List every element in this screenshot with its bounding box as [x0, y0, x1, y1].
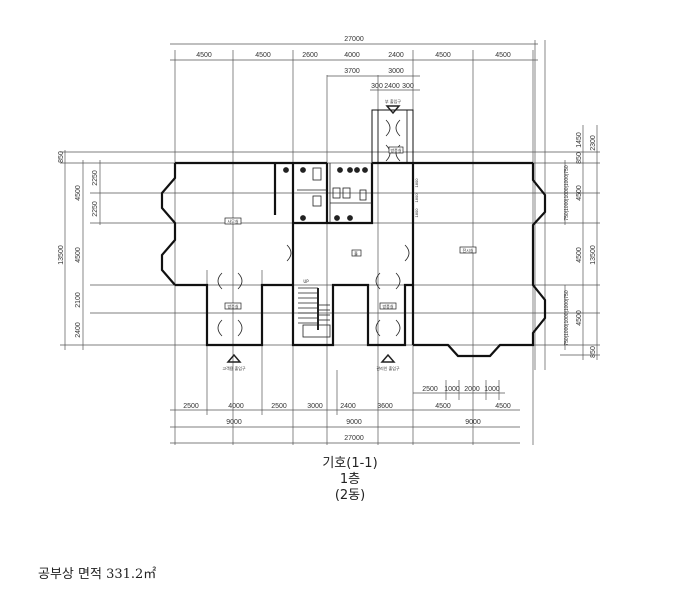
svg-text:2250: 2250	[92, 170, 99, 186]
bottom-dimensions: 2500 1000 2000 1000 2500 4000 2500 3000 …	[183, 386, 511, 442]
svg-text:4500: 4500	[576, 310, 583, 326]
drawing-caption-floor: 1층	[339, 472, 361, 487]
svg-text:4500: 4500	[435, 403, 451, 410]
svg-text:2500: 2500	[271, 403, 287, 410]
doors	[217, 105, 410, 363]
svg-text:750|1000|1000|1000|750: 750|1000|1000|1000|750	[564, 165, 570, 220]
svg-text:13500: 13500	[590, 245, 597, 265]
svg-text:3600: 3600	[377, 403, 393, 410]
svg-text:4500: 4500	[435, 52, 451, 59]
registered-area-text: 공부상 면적 331.2㎡	[38, 567, 157, 582]
svg-text:2500: 2500	[422, 386, 438, 393]
svg-text:3000: 3000	[388, 68, 404, 75]
room-label-exhibit: 전시실	[462, 247, 473, 253]
restroom-fixtures	[283, 163, 372, 223]
svg-text:4500: 4500	[576, 185, 583, 201]
svg-text:850: 850	[576, 152, 583, 164]
svg-text:2400: 2400	[340, 403, 356, 410]
svg-text:300: 300	[371, 83, 383, 90]
room-label-vestibule-top: 방풍실	[390, 147, 401, 153]
svg-text:2100: 2100	[75, 292, 82, 308]
room-label-hall: 홀	[354, 250, 358, 256]
svg-text:4500: 4500	[495, 403, 511, 410]
room-label-vestibule-left: 방풍실	[227, 303, 238, 309]
svg-text:3700: 3700	[344, 68, 360, 75]
svg-text:1000: 1000	[484, 386, 500, 393]
left-dimensions: 850 13500 4500 4500 2100 2400 2250 2250	[58, 151, 99, 338]
stair-label: UP	[303, 279, 309, 284]
svg-text:1450: 1450	[576, 132, 583, 148]
svg-text:850: 850	[590, 346, 597, 358]
svg-text:4000: 4000	[344, 52, 360, 59]
drawing-caption-code: 기호(1-1)	[322, 456, 378, 471]
svg-text:9000: 9000	[226, 419, 242, 426]
svg-text:2400: 2400	[384, 83, 400, 90]
svg-text:300: 300	[402, 83, 414, 90]
svg-text:2250: 2250	[92, 201, 99, 217]
entrance-label-side: 부 출입구	[385, 98, 401, 104]
grid-lines	[60, 40, 600, 445]
entrance-label-manager: 관리인 출입구	[376, 365, 400, 371]
svg-text:1800: 1800	[414, 208, 419, 218]
svg-text:2400: 2400	[75, 322, 82, 338]
svg-text:13500: 13500	[58, 245, 65, 265]
svg-text:4500: 4500	[495, 52, 511, 59]
svg-text:2400: 2400	[388, 52, 404, 59]
svg-text:9000: 9000	[346, 419, 362, 426]
svg-text:4000: 4000	[228, 403, 244, 410]
room-label-vestibule-right: 방풍실	[382, 303, 393, 309]
svg-text:4500: 4500	[576, 247, 583, 263]
entrance-arrow-icon	[385, 105, 401, 115]
room-label-office: 사무실	[227, 218, 238, 224]
svg-text:4500: 4500	[75, 185, 82, 201]
right-dimensions: 2300 13500 850 1450 850 4500 4500 4500 7…	[414, 132, 597, 358]
svg-text:4500: 4500	[75, 247, 82, 263]
svg-text:4500: 4500	[255, 52, 271, 59]
entrance-label-customer: 고객용 출입구	[222, 365, 246, 371]
svg-text:1800: 1800	[414, 178, 419, 188]
svg-text:9000: 9000	[465, 419, 481, 426]
entrance-arrow-icon	[380, 353, 396, 363]
svg-text:750|1000|1000|1000|750: 750|1000|1000|1000|750	[564, 290, 570, 345]
staircase	[298, 287, 331, 338]
svg-text:1800: 1800	[414, 193, 419, 203]
svg-text:27000: 27000	[344, 435, 364, 442]
svg-text:4500: 4500	[196, 52, 212, 59]
drawing-caption-building: (2동)	[334, 488, 366, 503]
svg-text:2600: 2600	[302, 52, 318, 59]
svg-text:1000: 1000	[444, 386, 460, 393]
exterior-walls	[160, 109, 547, 358]
svg-text:850: 850	[58, 151, 65, 163]
svg-text:2500: 2500	[183, 403, 199, 410]
svg-text:3000: 3000	[307, 403, 323, 410]
entrance-arrow-icon	[226, 353, 242, 363]
top-dimensions: 27000 4500 4500 2600 4000 2400 4500 4500…	[196, 36, 511, 90]
svg-text:2300: 2300	[590, 135, 597, 151]
svg-text:27000: 27000	[344, 36, 364, 43]
svg-text:2000: 2000	[464, 386, 480, 393]
